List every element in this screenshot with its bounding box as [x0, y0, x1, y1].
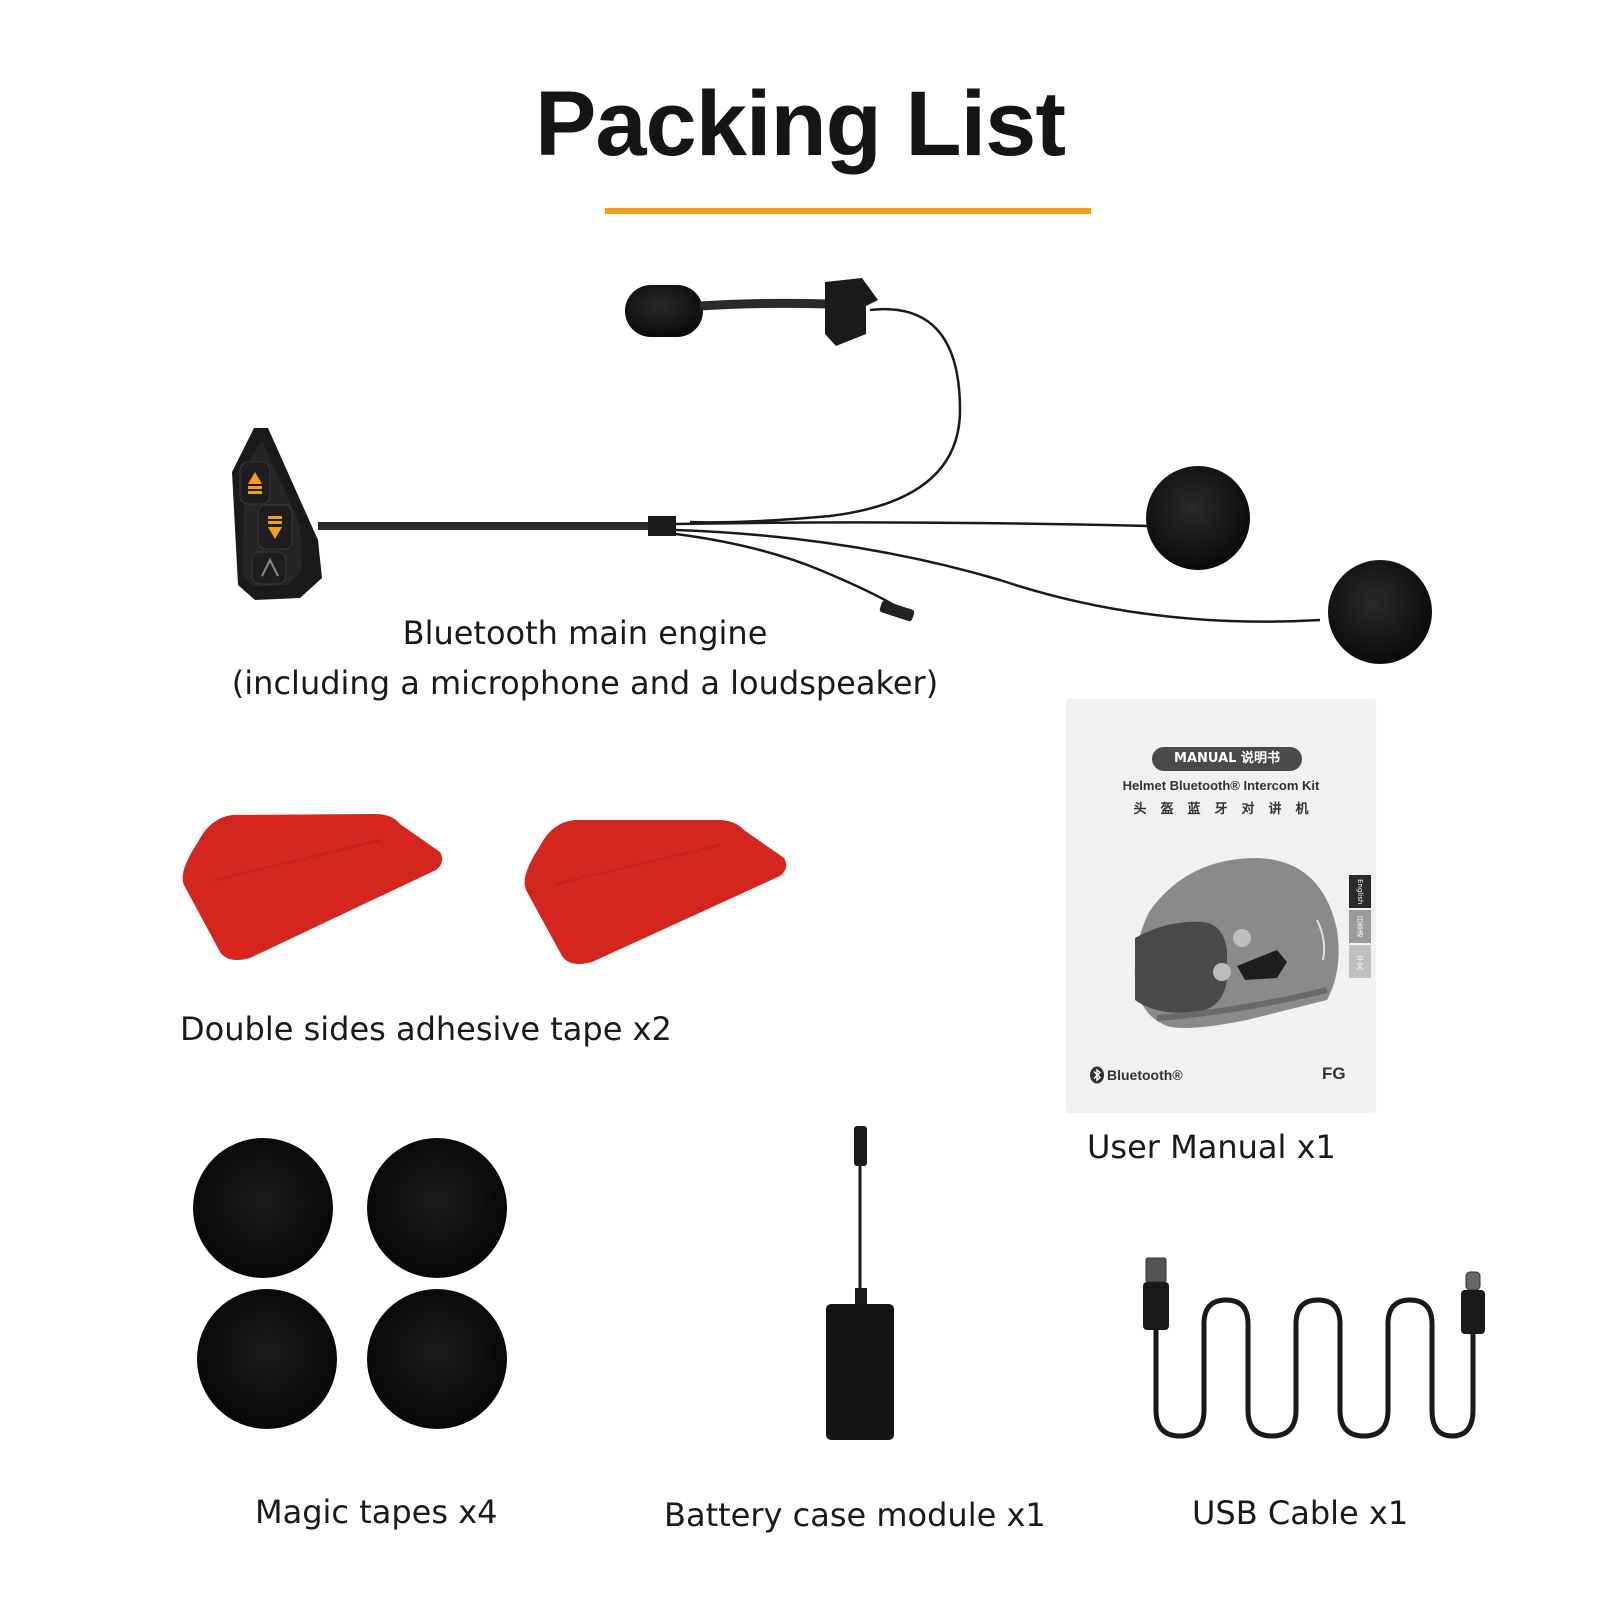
- speaker-icon: [1328, 560, 1432, 664]
- magic-tape-icon: [197, 1289, 337, 1429]
- manual-tab-japanese: 日本语: [1349, 910, 1371, 943]
- usb-cable-label: USB Cable x1: [1192, 1494, 1409, 1532]
- microphone-icon: [625, 278, 962, 524]
- manual-badge: MANUAL 说明书: [1152, 747, 1302, 771]
- usb-cable-icon: [1143, 1257, 1485, 1439]
- control-unit-icon: [232, 428, 322, 600]
- adhesive-tape-icon: [524, 820, 787, 964]
- user-manual-label: User Manual x1: [1087, 1128, 1336, 1166]
- magic-tapes-label: Magic tapes x4: [255, 1493, 498, 1531]
- adhesive-tape-icon: [182, 814, 443, 960]
- magic-tape-icon: [367, 1138, 507, 1278]
- manual-tab-chinese: 中文: [1349, 945, 1371, 978]
- manual-brand-text: Bluetooth®: [1107, 1067, 1183, 1083]
- manual-brand: Bluetooth®: [1089, 1066, 1183, 1084]
- user-manual-booklet: MANUAL 说明书 Helmet Bluetooth® Intercom Ki…: [1067, 700, 1375, 1112]
- battery-box-icon: [826, 1126, 894, 1440]
- manual-subtitle: Helmet Bluetooth® Intercom Kit: [1122, 778, 1320, 793]
- manual-model: FG: [1322, 1064, 1346, 1083]
- adhesive-tape-label: Double sides adhesive tape x2: [180, 1010, 672, 1048]
- main-engine-label-line1: Bluetooth main engine: [402, 614, 768, 652]
- main-engine-label-line2: (including a microphone and a loudspeake…: [231, 664, 939, 702]
- helmet-icon: [1134, 858, 1339, 1028]
- page-title: Packing List: [535, 73, 1066, 175]
- manual-subtitle-cn: 头盔蓝牙对讲机: [1133, 802, 1323, 817]
- bluetooth-icon: [1090, 1066, 1104, 1084]
- magic-tape-icon: [193, 1138, 333, 1278]
- manual-tab-english: English: [1349, 875, 1371, 908]
- speaker-icon: [1146, 466, 1250, 570]
- title-underline: [605, 208, 1091, 214]
- magic-tape-icon: [367, 1289, 507, 1429]
- manual-language-tabs: English 日本语 中文: [1349, 875, 1371, 980]
- main-engine-label: Bluetooth main engine (including a micro…: [225, 608, 945, 708]
- battery-case-label: Battery case module x1: [664, 1496, 1046, 1534]
